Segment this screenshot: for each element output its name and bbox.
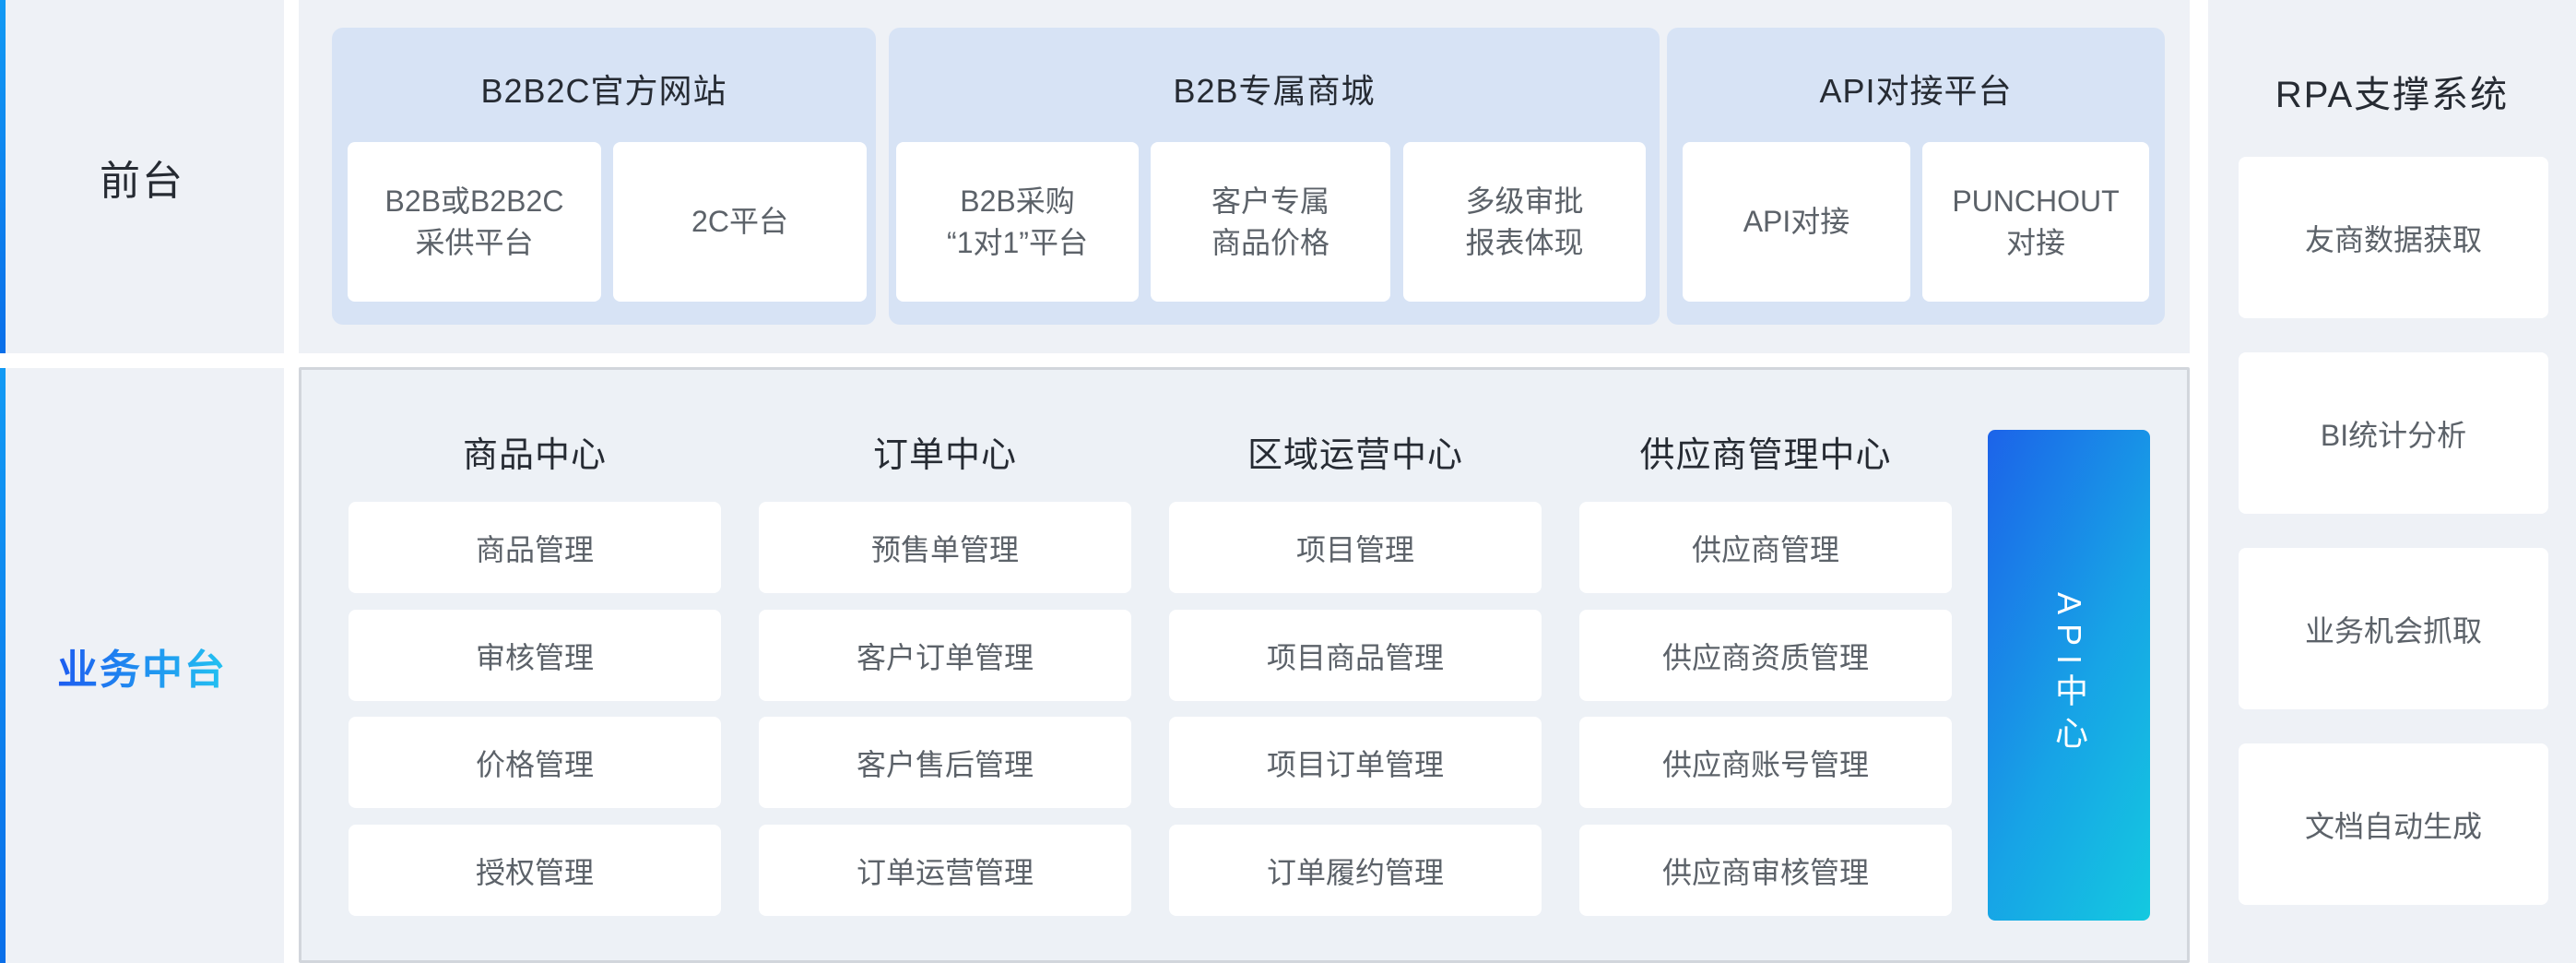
- accent-bar: [0, 0, 6, 353]
- item-card: 客户订单管理: [759, 610, 1131, 701]
- card-line: 客户专属: [1211, 184, 1329, 218]
- platform-card-b2b-purchase-1to1: B2B采购 “1对1”平台: [896, 142, 1139, 302]
- item-card: 订单运营管理: [759, 825, 1131, 916]
- rpa-card: 业务机会抓取: [2239, 548, 2548, 709]
- platform-card-punchout: PUNCHOUT 对接: [1922, 142, 2149, 302]
- front-row-label: 前台: [100, 158, 184, 204]
- item-card: 商品管理: [349, 502, 721, 593]
- column-title: 供应商管理中心: [1639, 436, 1892, 475]
- business-middle-platform-panel: 商品中心 商品管理 审核管理 价格管理 授权管理 订单中心 预售单管理 客户订单…: [299, 367, 2190, 963]
- accent-bar: [0, 368, 6, 963]
- column-order-center: 订单中心 预售单管理 客户订单管理 客户售后管理 订单运营管理: [759, 370, 1131, 960]
- column-title: 商品中心: [462, 436, 607, 475]
- platform-card-customer-exclusive-price: 客户专属 商品价格: [1151, 142, 1390, 302]
- item-card: 供应商审核管理: [1579, 825, 1952, 916]
- group-b2b2c-official-website: B2B2C官方网站 B2B或B2B2C 采供平台 2C平台: [332, 28, 876, 325]
- front-row-panel: B2B2C官方网站 B2B或B2B2C 采供平台 2C平台 B2B专属商城 B2…: [299, 0, 2190, 353]
- item-card: 供应商管理: [1579, 502, 1952, 593]
- item-card: 客户售后管理: [759, 717, 1131, 808]
- card-line: B2B采购: [960, 184, 1075, 218]
- platform-card-2c: 2C平台: [613, 142, 867, 302]
- group-title: B2B2C官方网站: [480, 72, 727, 110]
- rpa-card: 文档自动生成: [2239, 743, 2548, 905]
- api-center-bar: API中心: [1988, 430, 2150, 921]
- card-line: “1对1”平台: [947, 225, 1088, 259]
- middle-row-label: 业务中台: [57, 636, 227, 696]
- column-regional-operation-center: 区域运营中心 项目管理 项目商品管理 项目订单管理 订单履约管理: [1169, 370, 1542, 960]
- card-line: 对接: [2005, 225, 2065, 259]
- rpa-panel-title: RPA支撑系统: [2275, 75, 2510, 115]
- card-line: PUNCHOUT: [1952, 184, 2120, 218]
- column-title: 订单中心: [872, 436, 1017, 475]
- group-title: B2B专属商城: [1173, 72, 1376, 110]
- item-card: 价格管理: [349, 717, 721, 808]
- item-card: 项目管理: [1169, 502, 1542, 593]
- platform-card-b2b-or-b2b2c: B2B或B2B2C 采供平台: [348, 142, 601, 302]
- card-line: B2B或B2B2C: [384, 184, 564, 218]
- card-line: 商品价格: [1211, 225, 1329, 259]
- platform-card-multilevel-approval-report: 多级审批 报表体现: [1403, 142, 1646, 302]
- card-line: API对接: [1743, 205, 1850, 238]
- group-title: API对接平台: [1819, 72, 2013, 110]
- front-row-label-panel: 前台: [0, 0, 284, 353]
- column-product-center: 商品中心 商品管理 审核管理 价格管理 授权管理: [349, 370, 721, 960]
- rpa-card: 友商数据获取: [2239, 157, 2548, 318]
- item-card: 审核管理: [349, 610, 721, 701]
- column-supplier-management-center: 供应商管理中心 供应商管理 供应商资质管理 供应商账号管理 供应商审核管理: [1579, 370, 1952, 960]
- item-card: 项目商品管理: [1169, 610, 1542, 701]
- card-line: 多级审批: [1465, 184, 1584, 218]
- item-card: 预售单管理: [759, 502, 1131, 593]
- column-title: 区域运营中心: [1247, 436, 1463, 475]
- middle-row-label-panel: 业务中台: [0, 368, 284, 963]
- card-line: 2C平台: [691, 205, 788, 238]
- rpa-support-system-panel: RPA支撑系统 友商数据获取 BI统计分析 业务机会抓取 文档自动生成: [2208, 0, 2576, 963]
- group-b2b-exclusive-mall: B2B专属商城 B2B采购 “1对1”平台 客户专属 商品价格 多级审批 报表体…: [889, 28, 1660, 325]
- item-card: 订单履约管理: [1169, 825, 1542, 916]
- item-card: 供应商账号管理: [1579, 717, 1952, 808]
- card-line: 报表体现: [1465, 225, 1584, 259]
- rpa-card: BI统计分析: [2239, 352, 2548, 514]
- api-center-label: API中心: [2050, 591, 2088, 759]
- item-card: 授权管理: [349, 825, 721, 916]
- platform-card-api-integration: API对接: [1683, 142, 1910, 302]
- group-api-integration-platform: API对接平台 API对接 PUNCHOUT 对接: [1667, 28, 2165, 325]
- card-line: 采供平台: [415, 225, 534, 259]
- item-card: 供应商资质管理: [1579, 610, 1952, 701]
- item-card: 项目订单管理: [1169, 717, 1542, 808]
